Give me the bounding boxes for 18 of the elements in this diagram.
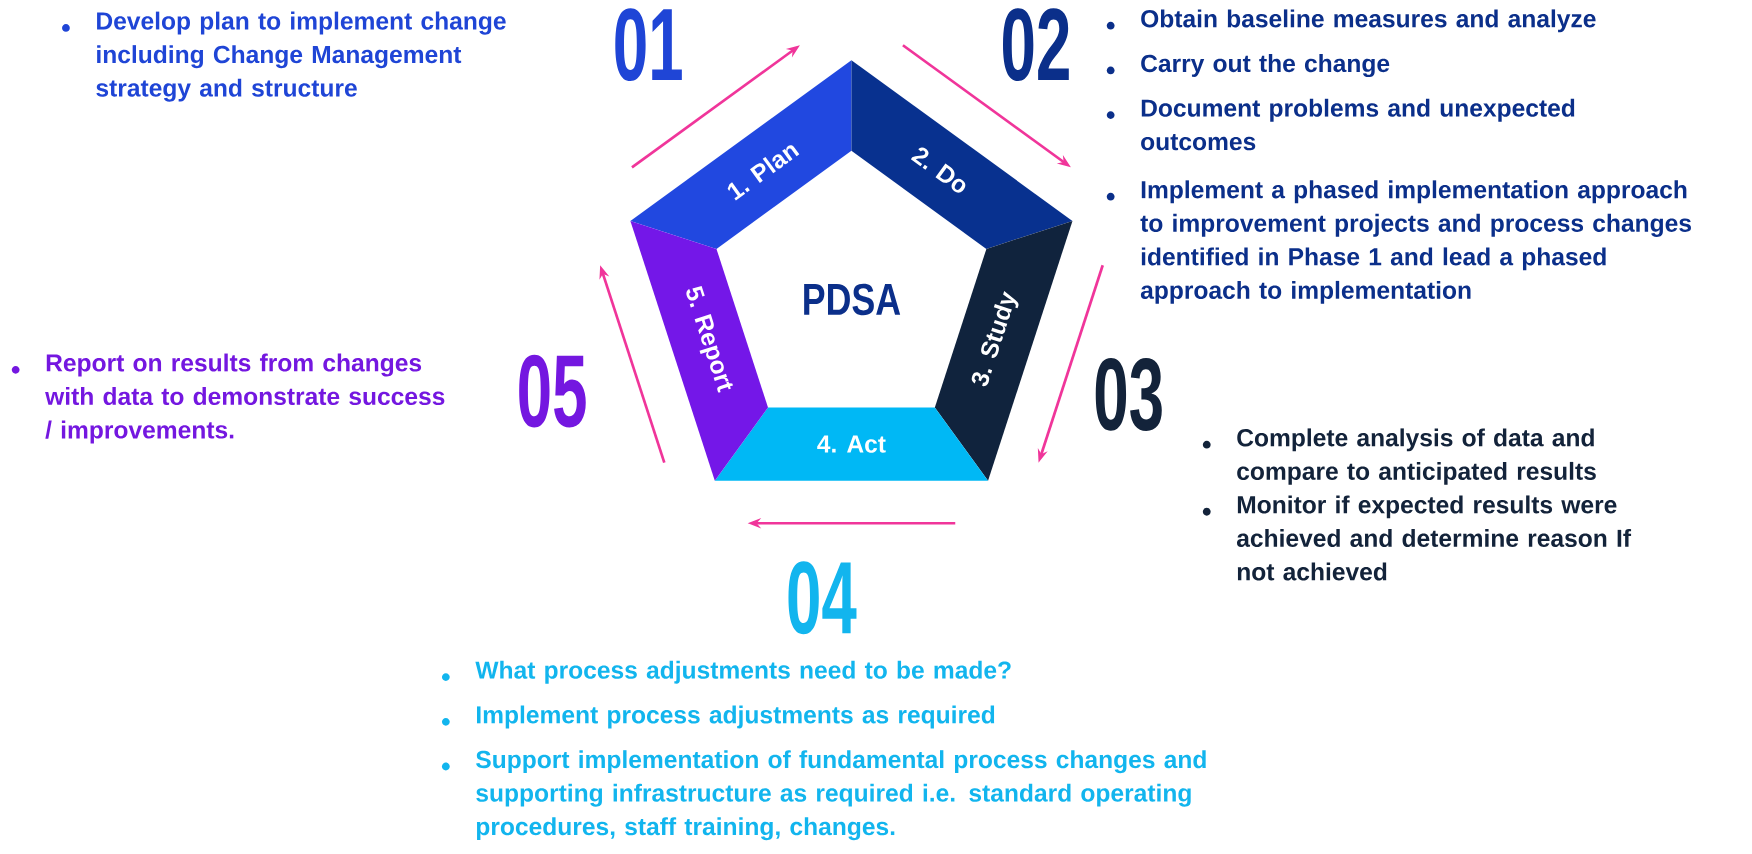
bullet-text: Monitor if expected results were achieved and determine reason If not achieved [1237,495,1632,581]
bullet-text: Support implementation of fundamental process changes and supporting infrastructure as required i.e. standard operating procedures, staff training, changes. [476,750,1206,841]
bullet-text: Document problems and unexpected outcomes [1141,98,1575,151]
center-title: PDSA [804,283,901,316]
step-number: 03 [1095,358,1162,432]
step-number: 04 [788,561,857,635]
pentagon-segment: 3. Study [934,221,1073,481]
bullet-text: Report on results from changes with data to demonstrate success / improvements. [45,353,445,444]
bullet-text: Implement process adjustments as required [477,705,995,729]
bullet-text: Complete analysis of data and compare to anticipated results [1237,428,1596,485]
pentagon-segment: 4. Act [714,407,989,481]
step-number: 05 [519,354,586,428]
pentagon-segment: 5. Report [630,221,768,481]
bullet-text: Implement a phased implementation approach to improvement projects and process changes identified in Phase 1 and lead a phased approach to implementation [1140,180,1691,304]
bullet-text: What process adjustments need to be made? [475,661,1011,684]
bullet-text: Carry out the change [1141,54,1390,78]
bullet-text: Obtain baseline measures and analyze [1141,9,1596,33]
bullet-text: Develop plan to implement change including Change Management strategy and structure [96,11,506,102]
